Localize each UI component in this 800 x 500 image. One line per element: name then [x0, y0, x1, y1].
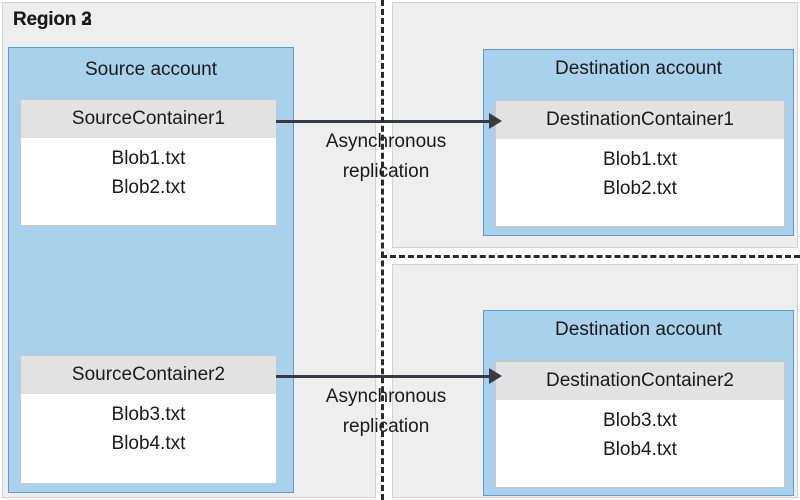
- replication-label-1-line2: replication: [342, 161, 430, 182]
- account-title-destination-region3: Destination account: [555, 319, 722, 340]
- container-body-destination-container-1: Blob1.txt Blob2.txt: [496, 139, 784, 203]
- container-header-destination-container-1: DestinationContainer1: [496, 101, 784, 139]
- container-header-source-container-1: SourceContainer1: [21, 100, 276, 138]
- container-box-destination-container-1: DestinationContainer1 Blob1.txt Blob2.tx…: [495, 100, 785, 227]
- container-box-source-container-1: SourceContainer1 Blob1.txt Blob2.txt: [20, 99, 277, 226]
- container-box-source-container-2: SourceContainer2 Blob3.txt Blob4.txt: [20, 355, 277, 484]
- blob-item: Blob3.txt: [603, 410, 677, 431]
- region-divider-vertical: [381, 0, 384, 500]
- container-body-destination-container-2: Blob3.txt Blob4.txt: [496, 400, 784, 464]
- blob-item: Blob3.txt: [111, 404, 186, 425]
- region-title-region2: Region 2: [13, 9, 92, 30]
- blob-item: Blob2.txt: [603, 178, 677, 199]
- blob-item: Blob1.txt: [603, 149, 677, 170]
- container-header-destination-container-2: DestinationContainer2: [496, 362, 784, 400]
- container-body-source-container-1: Blob1.txt Blob2.txt: [21, 138, 276, 202]
- replication-arrow-head-icon-2: [489, 368, 502, 384]
- account-title-destination-region2: Destination account: [555, 58, 722, 79]
- blob-item: Blob4.txt: [111, 433, 186, 454]
- replication-label-2: Asynchronous replication: [291, 382, 481, 442]
- replication-label-1-line1: Asynchronous: [325, 131, 447, 152]
- blob-item: Blob4.txt: [603, 439, 677, 460]
- container-header-source-container-2: SourceContainer2: [21, 356, 276, 394]
- container-box-destination-container-2: DestinationContainer2 Blob3.txt Blob4.tx…: [495, 361, 785, 488]
- blob-item: Blob2.txt: [111, 177, 186, 198]
- region-title-region3: Region 3: [13, 9, 92, 30]
- account-title-source: Source account: [84, 59, 218, 80]
- replication-label-2-line1: Asynchronous: [325, 386, 447, 407]
- replication-arrow-head-icon-1: [489, 113, 502, 129]
- blob-item: Blob1.txt: [111, 148, 186, 169]
- replication-label-2-line2: replication: [342, 416, 430, 437]
- replication-label-1: Asynchronous replication: [291, 127, 481, 187]
- region-divider-horizontal: [381, 255, 800, 258]
- container-body-source-container-2: Blob3.txt Blob4.txt: [21, 394, 276, 458]
